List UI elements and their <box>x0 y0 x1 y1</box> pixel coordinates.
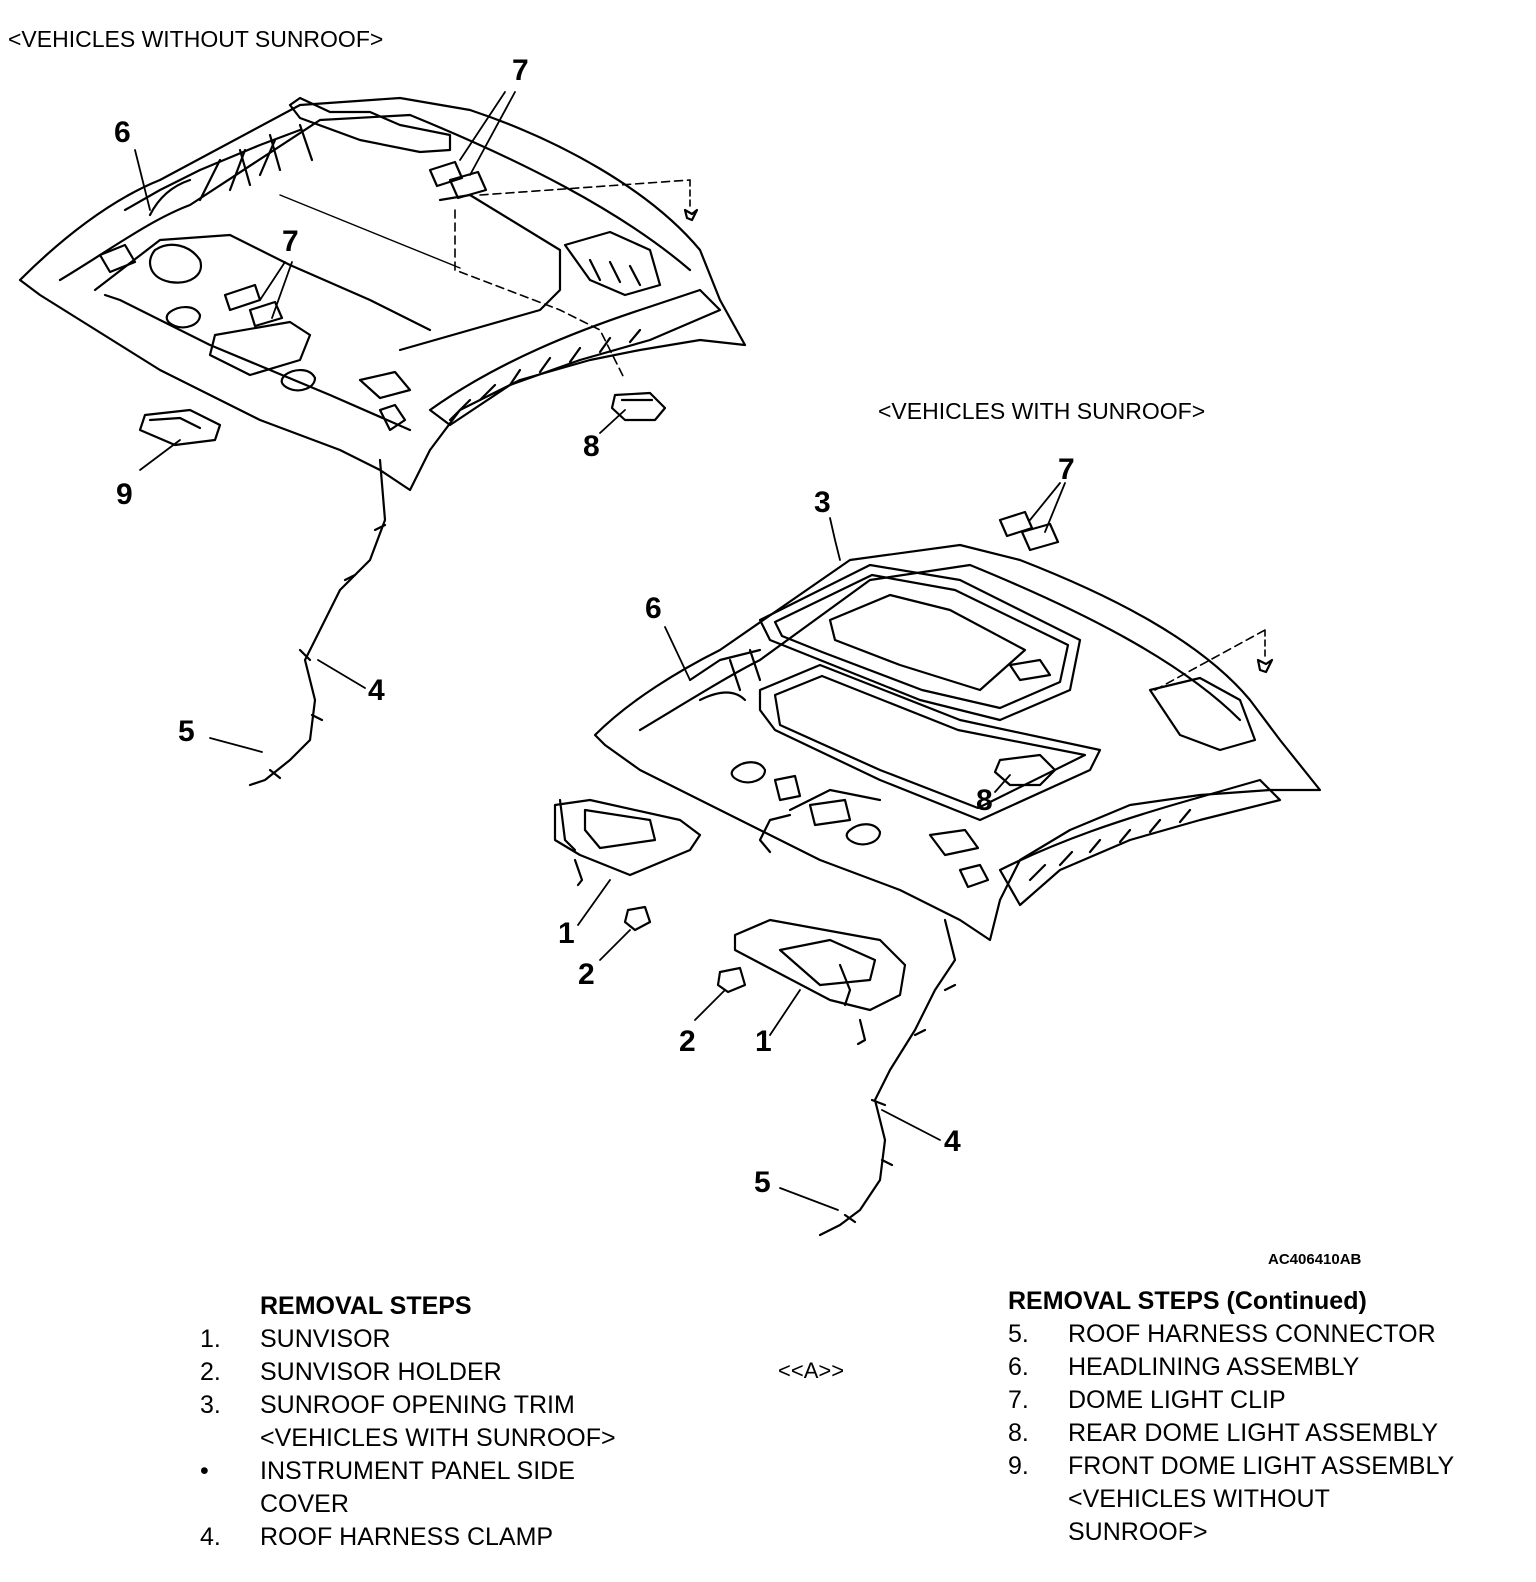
callout-5-bottom: 5 <box>754 1166 771 1199</box>
step-number <box>1008 1483 1068 1516</box>
removal-steps-left: REMOVAL STEPS 1. SUNVISOR 2. SUNVISOR HOLD… <box>200 1290 616 1554</box>
step-number: 7. <box>1008 1386 1029 1414</box>
callout-6-top: 6 <box>114 116 131 149</box>
callout-7-top-a: 7 <box>512 54 529 87</box>
step-text: <VEHICLES WITH SUNROOF> <box>260 1424 616 1452</box>
step-number: 9. <box>1008 1452 1029 1480</box>
removal-steps-continued-title: REMOVAL STEPS (Continued) <box>1008 1287 1367 1315</box>
step-text: REAR DOME LIGHT ASSEMBLY <box>1068 1419 1439 1447</box>
step-text: SUNROOF OPENING TRIM <box>260 1391 575 1419</box>
step-number <box>1008 1516 1068 1549</box>
headlining-with-sunroof <box>553 510 1322 1237</box>
step-number <box>200 1422 260 1455</box>
step-number: 6. <box>1008 1353 1029 1381</box>
callout-5-top: 5 <box>178 715 195 748</box>
removal-steps-title: REMOVAL STEPS <box>260 1292 472 1320</box>
callout-3-bottom: 3 <box>814 486 831 519</box>
callout-7-bottom: 7 <box>1058 453 1075 486</box>
callout-6-bottom: 6 <box>645 592 662 625</box>
step-text: INSTRUMENT PANEL SIDE <box>260 1457 575 1485</box>
removal-steps-right: REMOVAL STEPS (Continued) 5. ROOF HARNESS… <box>1008 1285 1454 1549</box>
step-text: <VEHICLES WITHOUT <box>1068 1485 1330 1513</box>
headlining-without-sunroof <box>18 96 747 787</box>
step-number: 5. <box>1008 1320 1029 1348</box>
callout-4-top: 4 <box>368 674 385 707</box>
step-number: 3. <box>200 1391 221 1419</box>
callout-1-bottom-a: 1 <box>558 917 575 950</box>
step-text: ROOF HARNESS CLAMP <box>260 1523 554 1551</box>
step-text: HEADLINING ASSEMBLY <box>1068 1353 1360 1381</box>
reference-a: <<A>> <box>778 1358 845 1383</box>
callout-4-bottom: 4 <box>944 1125 961 1158</box>
with-sunroof-caption: <VEHICLES WITH SUNROOF> <box>878 398 1206 424</box>
step-number: 1. <box>200 1325 221 1353</box>
callout-9-top: 9 <box>116 478 133 511</box>
leaders-top <box>134 91 626 753</box>
step-text: FRONT DOME LIGHT ASSEMBLY <box>1068 1452 1455 1480</box>
step-number: 4. <box>200 1523 221 1551</box>
step-bullet: • <box>200 1457 209 1485</box>
callout-8-top: 8 <box>583 430 600 463</box>
step-text: SUNVISOR <box>260 1325 391 1353</box>
step-text: COVER <box>260 1490 349 1518</box>
callout-8-bottom: 8 <box>976 784 993 817</box>
step-number: 2. <box>200 1358 221 1386</box>
callout-2-bottom-b: 2 <box>679 1025 696 1058</box>
figure-code: AC406410AB <box>1268 1251 1362 1268</box>
step-text: SUNROOF> <box>1068 1518 1208 1546</box>
step-text: ROOF HARNESS CONNECTOR <box>1068 1320 1436 1348</box>
step-text: DOME LIGHT CLIP <box>1068 1386 1286 1414</box>
callout-1-bottom-b: 1 <box>755 1025 772 1058</box>
step-number <box>200 1488 260 1521</box>
callout-2-bottom-a: 2 <box>578 958 595 991</box>
leaders-bottom <box>577 482 1066 1211</box>
without-sunroof-caption: <VEHICLES WITHOUT SUNROOF> <box>8 26 384 52</box>
step-text: SUNVISOR HOLDER <box>260 1358 502 1386</box>
step-number: 8. <box>1008 1419 1029 1447</box>
callout-7-top-b: 7 <box>282 225 299 258</box>
